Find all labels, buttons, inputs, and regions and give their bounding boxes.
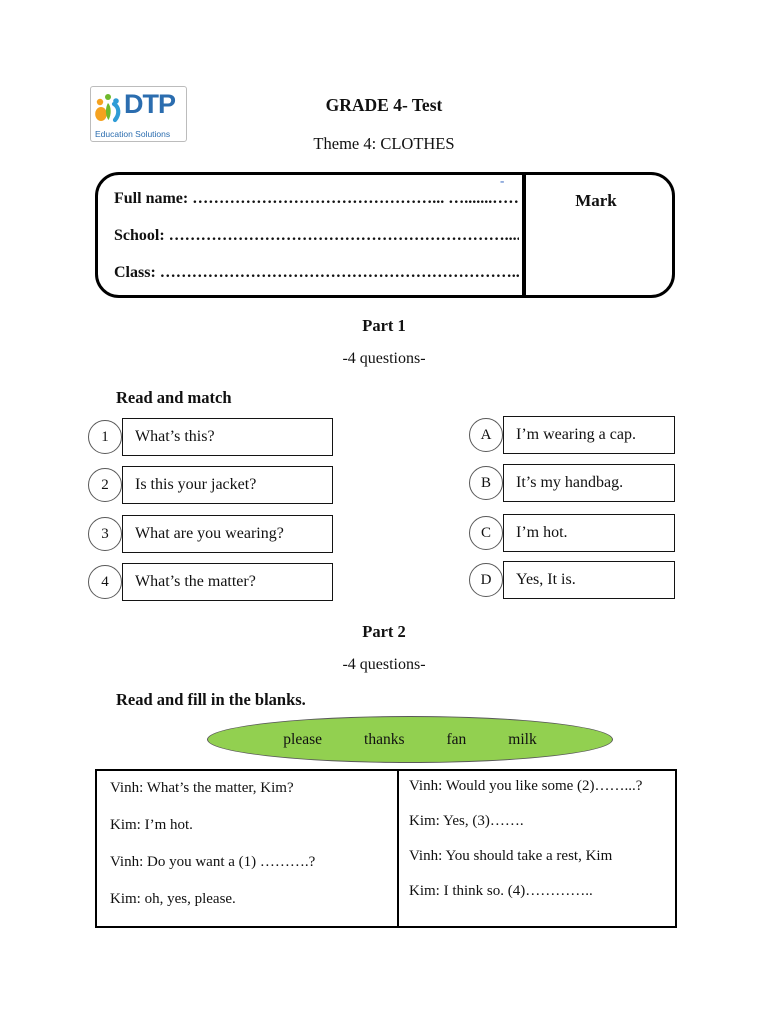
dtp-logo-icon: [95, 94, 121, 123]
match-answer-row-a: A I’m wearing a cap.: [469, 416, 675, 454]
full-name-line: Full name: ………………………………………... ….......………: [114, 190, 519, 207]
dialogue-line: Kim: I’m hot.: [110, 817, 193, 833]
info-box-divider: [522, 175, 526, 295]
match-question-row-3: 3 What are you wearing?: [88, 515, 333, 553]
answer-letter-badge: A: [469, 418, 503, 452]
answer-letter-badge: D: [469, 563, 503, 597]
part1-title: Part 1: [362, 316, 406, 335]
part1-question-count: -4 questions-: [342, 350, 426, 367]
answer-box: Yes, It is.: [503, 561, 675, 599]
dialogue-line: Vinh: You should take a rest, Kim: [409, 848, 613, 864]
dialogue-line: Kim: I think so. (4)…………..: [409, 883, 593, 899]
dialogue-table: Vinh: What’s the matter, Kim? Kim: I’m h…: [95, 769, 677, 928]
dtp-logo: DTP Education Solutions: [90, 86, 187, 142]
page-subtitle: Theme 4: CLOTHES: [313, 134, 455, 153]
dialogue-left-cell: Vinh: What’s the matter, Kim? Kim: I’m h…: [97, 771, 416, 926]
word-bank-word: fan: [446, 730, 467, 748]
word-bank-word: thanks: [364, 730, 405, 748]
answer-box: I’m wearing a cap.: [503, 416, 675, 454]
answer-box: It’s my handbag.: [503, 464, 675, 502]
school-line: School: ………………………………………………………....………: [114, 227, 519, 244]
part2-title: Part 2: [362, 622, 406, 641]
dialogue-line: Kim: Yes, (3)…….: [409, 813, 524, 829]
answer-box: I’m hot.: [503, 514, 675, 552]
question-box: What’s the matter?: [122, 563, 333, 601]
part2-question-count: -4 questions-: [342, 656, 426, 673]
logo-tagline-text: Education Solutions: [95, 129, 171, 139]
match-answer-row-b: B It’s my handbag.: [469, 464, 675, 502]
part2-instruction: Read and fill in the blanks.: [116, 690, 306, 709]
question-box: What are you wearing?: [122, 515, 333, 553]
match-answer-row-c: C I’m hot.: [469, 514, 675, 552]
dialogue-line: Kim: oh, yes, please.: [110, 891, 236, 907]
stray-dash: -: [500, 173, 505, 188]
word-bank-word: milk: [508, 730, 537, 748]
question-box: Is this your jacket?: [122, 466, 333, 504]
answer-letter-badge: C: [469, 516, 503, 550]
dialogue-table-divider: [397, 771, 399, 926]
question-number-badge: 3: [88, 517, 122, 551]
question-number-badge: 4: [88, 565, 122, 599]
student-info-box: - Full name: ………………………………………... ….......…: [95, 172, 675, 298]
dialogue-line: Vinh: What’s the matter, Kim?: [110, 780, 294, 796]
question-box: What’s this?: [122, 418, 333, 456]
answer-letter-badge: B: [469, 466, 503, 500]
word-bank-ellipse: please thanks fan milk: [207, 716, 613, 763]
match-question-row-2: 2 Is this your jacket?: [88, 466, 333, 504]
question-number-badge: 1: [88, 420, 122, 454]
question-number-badge: 2: [88, 468, 122, 502]
dialogue-right-cell: Vinh: Would you like some (2)……...? Kim:…: [399, 771, 675, 926]
match-answer-row-d: D Yes, It is.: [469, 561, 675, 599]
match-question-row-1: 1 What’s this?: [88, 418, 333, 456]
word-bank-word: please: [283, 730, 323, 748]
logo-brand-text: DTP: [124, 89, 176, 119]
mark-label: Mark: [575, 191, 617, 210]
dialogue-line: Vinh: Do you want a (1) ……….?: [110, 854, 316, 870]
dialogue-line: Vinh: Would you like some (2)……...?: [409, 778, 643, 794]
part1-instruction: Read and match: [116, 388, 232, 407]
page-title: GRADE 4- Test: [325, 95, 443, 115]
class-line: Class: …………………………………………………………..………: [114, 264, 519, 281]
match-question-row-4: 4 What’s the matter?: [88, 563, 333, 601]
